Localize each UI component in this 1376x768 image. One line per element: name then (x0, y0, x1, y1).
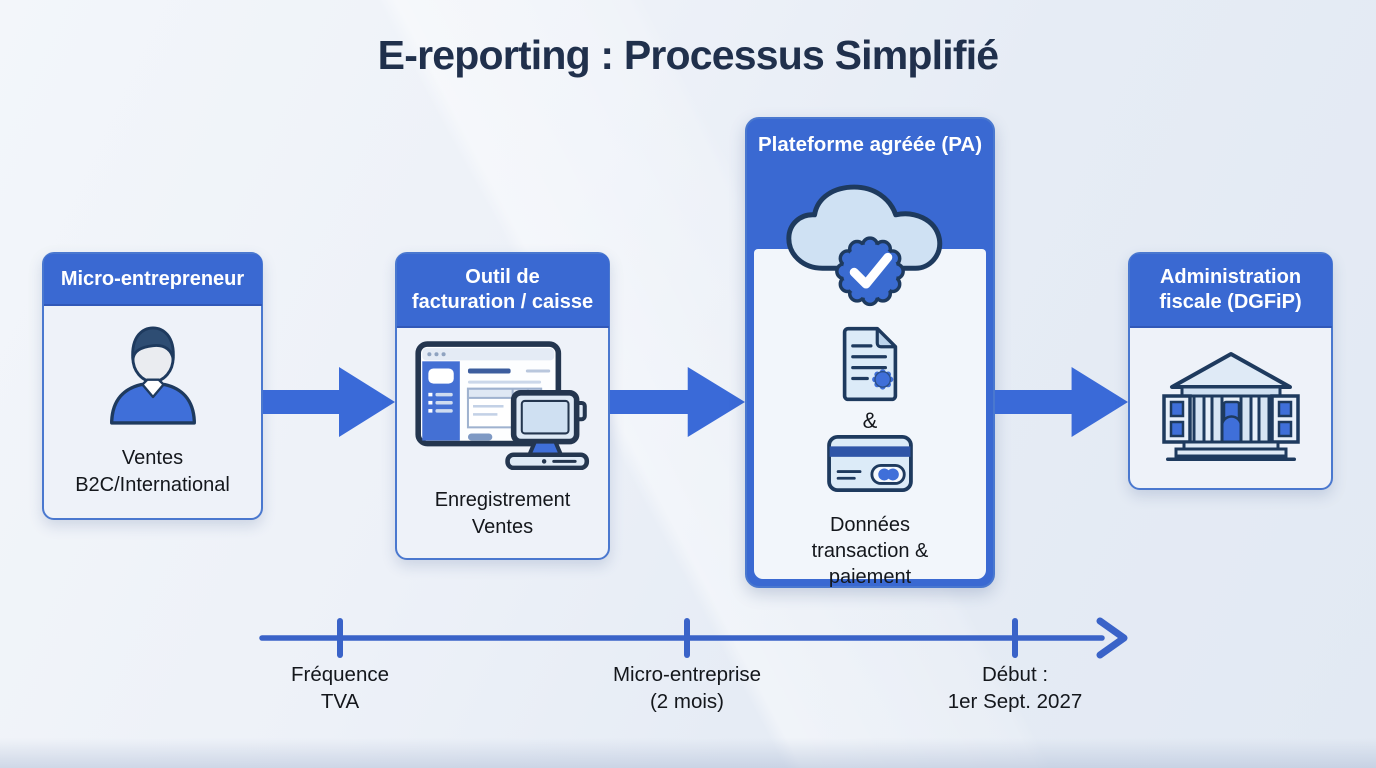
milestone-line: 1er Sept. 2027 (947, 689, 1083, 713)
milestone-line: Début : (981, 663, 1049, 686)
milestone-line: TVA (320, 689, 360, 713)
node-micro-entrepreneur: Micro-entrepreneur Ventes B2C/Internatio… (42, 252, 263, 520)
caption-line: Données (829, 514, 911, 536)
node-outil-facturation: Outil de facturation / caisse (395, 252, 610, 560)
node-caption: Ventes B2C/International (75, 445, 230, 499)
caption-line: paiement (828, 566, 912, 588)
timeline-milestone-frequence-tva: Fréquence TVA (200, 662, 480, 715)
caption-line: Ventes (121, 447, 184, 469)
document-icon (839, 325, 901, 408)
pos-terminal-icon (413, 340, 593, 475)
node-header-label: fiscale (DGFiP) (1159, 291, 1302, 313)
node-header: Administration fiscale (DGFiP) (1129, 254, 1332, 328)
node-header-label: Outil de (465, 266, 540, 288)
node-header: Outil de facturation / caisse (396, 254, 609, 328)
node-administration-fiscale: Administration fiscale (DGFiP) (1128, 252, 1333, 490)
background-bottom-shade (0, 738, 1376, 768)
caption-line: Ventes (471, 516, 534, 538)
timeline-milestone-micro-entreprise: Micro-entreprise (2 mois) (547, 662, 827, 715)
timeline-axis (259, 617, 1128, 659)
node-caption: Enregistrement Ventes (435, 487, 571, 541)
cloud-approved-icon (771, 177, 969, 316)
caption-line: B2C/International (75, 474, 230, 496)
joiner-ampersand: & (862, 408, 878, 433)
node-header-label: Plateforme agréée (PA) (757, 133, 983, 156)
node-header: Micro-entrepreneur (43, 254, 262, 306)
page-title: E-reporting : Processus Simplifié (377, 32, 999, 78)
credit-card-icon (826, 434, 914, 498)
caption-line: transaction & (811, 540, 929, 562)
node-plateforme-agreee: Plateforme agréée (PA) (745, 117, 995, 588)
node-header-label: Micro-entrepreneur (60, 267, 245, 290)
node-header: Plateforme agréée (PA) (747, 119, 993, 171)
node-header-label: facturation / caisse (411, 291, 594, 313)
flow-arrow-2 (610, 367, 745, 437)
node-caption: Données transaction & paiement (812, 512, 929, 590)
milestone-line: (2 mois) (649, 689, 725, 713)
bank-building-icon (1156, 350, 1306, 467)
milestone-line: Fréquence (290, 663, 389, 686)
milestone-line: Micro-entreprise (612, 663, 762, 686)
timeline-milestone-debut: Début : 1er Sept. 2027 (875, 662, 1155, 715)
caption-line: Enregistrement (434, 489, 571, 511)
node-header-label: Administration (1159, 266, 1302, 288)
flow-arrow-1 (263, 367, 395, 437)
flow-arrow-3 (995, 367, 1128, 437)
person-icon (105, 320, 201, 431)
